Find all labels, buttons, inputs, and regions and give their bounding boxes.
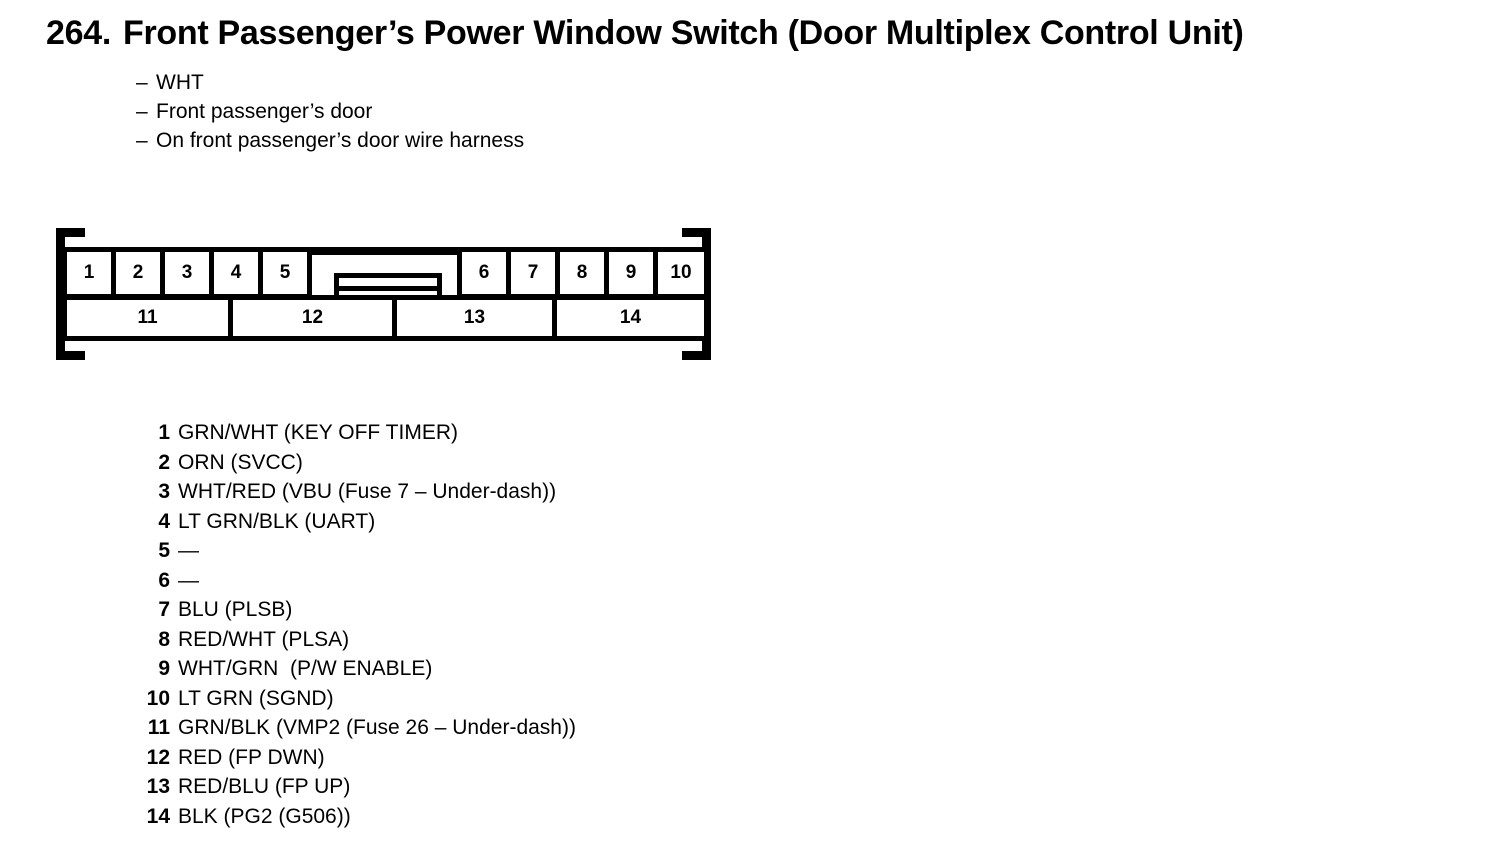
- pin-legend-description: LT GRN (SGND): [178, 686, 334, 710]
- connector-bottom-row: 11 12 13 14: [62, 295, 709, 341]
- pin-legend-number: 12: [146, 745, 170, 769]
- pin-legend-row: 9 WHT/GRN (P/W ENABLE): [140, 654, 576, 684]
- subtitle-list: –WHT –Front passenger’s door –On front p…: [136, 68, 524, 155]
- pin-legend-description: —: [178, 568, 199, 592]
- pin-legend-number: 11: [147, 716, 170, 739]
- pin-cell-3: 3: [160, 247, 214, 299]
- connector-top-row: 1 2 3 4 5 6 7 8 9 10: [62, 247, 709, 300]
- pin-legend-number: 1: [158, 421, 170, 444]
- pin-legend-description: WHT/RED (VBU (Fuse 7 – Under-dash)): [178, 480, 557, 503]
- pin-legend-description: LT GRN/BLK (UART): [178, 509, 376, 533]
- pin-legend-description: WHT/GRN (P/W ENABLE): [178, 657, 433, 680]
- pin-legend-number: 14: [146, 804, 170, 828]
- shell-top-edge: [65, 247, 702, 255]
- pin-legend-number: 9: [158, 657, 170, 680]
- pin-legend-description: —: [178, 539, 199, 562]
- pin-legend-row: 8 RED/WHT (PLSA): [140, 625, 576, 655]
- pin-legend-row: 3 WHT/RED (VBU (Fuse 7 – Under-dash)): [140, 477, 576, 507]
- pin-cell-10: 10: [653, 247, 709, 299]
- page-title-text: Front Passenger’s Power Window Switch (D…: [122, 14, 1244, 52]
- subtitle-text: WHT: [156, 71, 204, 94]
- pin-legend-description: RED/WHT (PLSA): [178, 627, 350, 651]
- pin-legend-row: 6—: [140, 566, 576, 596]
- pin-legend-row: 10 LT GRN (SGND): [140, 684, 576, 714]
- pin-legend-number: 4: [158, 509, 170, 533]
- pin-cell-9: 9: [604, 247, 658, 299]
- subtitle-text: On front passenger’s door wire harness: [156, 129, 525, 152]
- pin-legend-number: 8: [158, 627, 170, 651]
- pin-legend-number: 5: [158, 539, 170, 562]
- dash-marker: –: [136, 71, 148, 94]
- pin-legend-row: 13 RED/BLU (FP UP): [140, 772, 576, 802]
- connector-diagram: 1 2 3 4 5 6 7 8 9 10 11 12 13 14: [56, 228, 711, 360]
- notch-bottom-left: [56, 351, 85, 360]
- pin-legend-description: RED (FP DWN): [178, 745, 325, 769]
- pin-legend-row: 2 ORN (SVCC): [140, 448, 576, 478]
- pin-legend-number: 3: [158, 480, 170, 503]
- pin-cell-12: 12: [228, 295, 397, 341]
- latch-divider: [339, 286, 437, 291]
- pin-legend-row: 11 GRN/BLK (VMP2 (Fuse 26 – Under-dash)): [140, 713, 576, 743]
- pin-legend-description: GRN/BLK (VMP2 (Fuse 26 – Under-dash)): [178, 716, 576, 739]
- pin-legend-number: 6: [158, 568, 170, 592]
- pin-legend-row: 4 LT GRN/BLK (UART): [140, 507, 576, 537]
- pin-cell-11: 11: [62, 295, 233, 341]
- page-title-number: 264.: [46, 14, 111, 52]
- subtitle-item: –WHT: [136, 68, 524, 97]
- pin-legend-description: RED/BLU (FP UP): [178, 775, 351, 798]
- subtitle-item: –On front passenger’s door wire harness: [136, 126, 524, 155]
- pin-legend-row: 7 BLU (PLSB): [140, 595, 576, 625]
- pin-legend-row: 14 BLK (PG2 (G506)): [140, 802, 576, 832]
- pin-legend-number: 7: [158, 598, 170, 621]
- subtitle-item: –Front passenger’s door: [136, 97, 524, 126]
- pin-cell-2: 2: [111, 247, 165, 299]
- pin-legend-description: BLU (PLSB): [178, 598, 293, 621]
- dash-marker: –: [136, 100, 148, 123]
- pin-cell-14: 14: [552, 295, 709, 341]
- pin-legend-number: 13: [146, 775, 170, 798]
- page-title: 264. Front Passenger’s Power Window Switc…: [46, 16, 1244, 50]
- pin-cell-6: 6: [457, 247, 511, 299]
- notch-top-left: [56, 228, 85, 237]
- pin-cell-4: 4: [209, 247, 263, 299]
- pin-legend-number: 2: [158, 450, 170, 474]
- pin-legend-number: 10: [146, 686, 170, 710]
- shell-left-edge: [56, 228, 65, 360]
- pin-legend-description: ORN (SVCC): [178, 450, 303, 474]
- dash-marker: –: [136, 129, 148, 152]
- pin-cell-8: 8: [555, 247, 609, 299]
- pin-legend-description: GRN/WHT (KEY OFF TIMER): [178, 421, 459, 444]
- pin-cell-5: 5: [258, 247, 312, 299]
- pin-legend-row: 5—: [140, 536, 576, 566]
- pin-legend-row: 12 RED (FP DWN): [140, 743, 576, 773]
- pin-legend-description: BLK (PG2 (G506)): [178, 804, 351, 828]
- notch-top-right: [682, 228, 711, 237]
- pin-cell-13: 13: [392, 295, 557, 341]
- pin-cell-1: 1: [62, 247, 116, 299]
- pin-legend-row: 1 GRN/WHT (KEY OFF TIMER): [140, 418, 576, 448]
- pin-cell-7: 7: [506, 247, 560, 299]
- notch-bottom-right: [682, 351, 711, 360]
- subtitle-text: Front passenger’s door: [156, 100, 373, 123]
